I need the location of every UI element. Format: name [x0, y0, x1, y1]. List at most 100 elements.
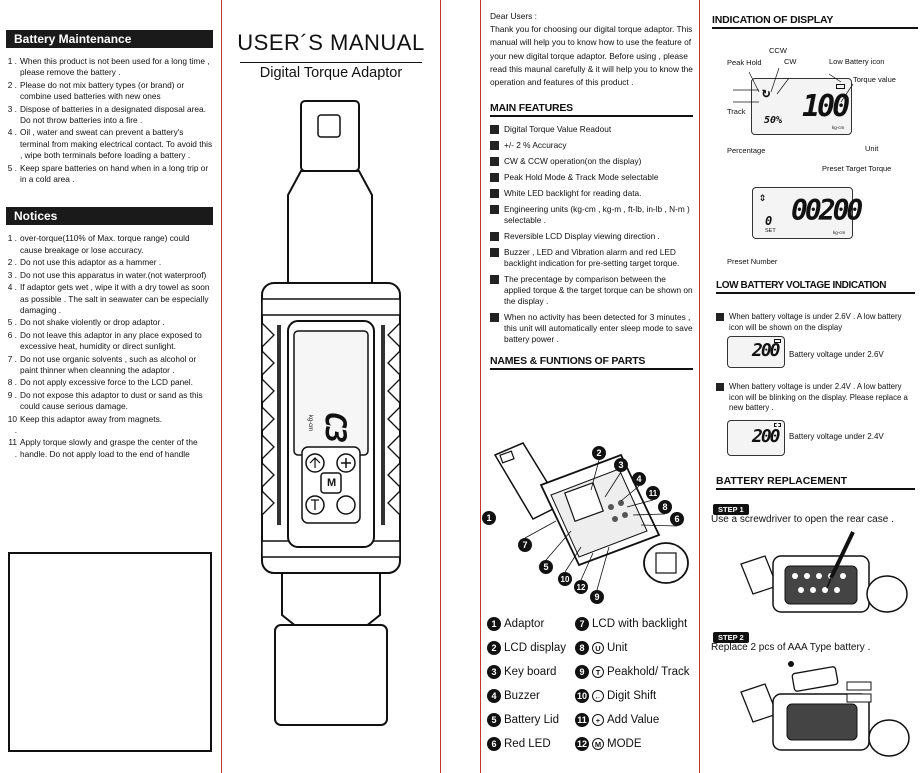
low-battery-caption-1: Battery voltage under 2.6V [789, 350, 884, 359]
feature-text: CW & CCW operation(on the display) [504, 156, 642, 167]
battery-icon [836, 84, 845, 89]
part-label: Unit [607, 642, 628, 654]
bullet-square-icon [490, 232, 499, 242]
diagram-num: 1 [486, 513, 491, 523]
bullet-square-icon [490, 125, 499, 135]
notice-item-text: Apply torque slowly and graspe the cente… [20, 437, 198, 459]
notice-item: 10 .Keep this adaptor away from magnets. [6, 414, 213, 437]
lcd-low-battery-value: 200 [752, 340, 780, 361]
part-label: Battery Lid [504, 714, 559, 726]
part-number-badge: 10 [575, 689, 589, 703]
bullet-square-icon [490, 141, 499, 151]
notice-item-number: 6 . [7, 329, 17, 340]
feature-item: The precentage by comparison between the… [490, 274, 693, 307]
notice-item: 5 .Do not shake violently or drop adapto… [6, 317, 213, 328]
battery-maintenance-item: 2 .Please do not mix battery types (or b… [6, 80, 213, 103]
panel-battery-maintenance: Battery Maintenance 1 .When this product… [0, 0, 221, 773]
bullet-square-icon [490, 189, 499, 199]
feature-item: When no activity has been detected for 3… [490, 312, 693, 345]
battery-maintenance-heading: Battery Maintenance [6, 30, 213, 48]
diagram-num: 11 [649, 489, 658, 498]
part-label: Add Value [607, 714, 660, 726]
notice-item-number: 3 . [7, 269, 17, 280]
notice-item-number: 2 . [7, 257, 17, 268]
notice-item: 8 .Do not apply excessive force to the L… [6, 377, 213, 388]
step2-illustration [740, 661, 910, 757]
names-parts-heading: NAMES & FUNTIONS OF PARTS [490, 355, 693, 371]
label-preset-target: Preset Target Torque [822, 164, 892, 173]
feature-text: Reversible LCD Display viewing direction… [504, 231, 660, 242]
notice-item-text: If adaptor gets wet , wipe it with a dry… [20, 282, 210, 315]
label-peak-hold: Peak Hold [727, 58, 762, 67]
battery-maintenance-item-number: 3 . [7, 103, 17, 114]
notice-item-number: 10 . [7, 413, 17, 435]
part-label: LCD display [504, 642, 566, 654]
notice-item-number: 4 . [7, 282, 17, 293]
notice-item-number: 7 . [7, 353, 17, 364]
diagram-num: 3 [618, 460, 623, 470]
part-number-badge: 4 [487, 689, 501, 703]
notice-item-number: 11 . [8, 437, 17, 459]
panel-introduction: Dear Users : Thank you for choosing our … [481, 0, 699, 773]
label-unit: Unit [865, 144, 879, 153]
part-number-badge: 3 [487, 665, 501, 679]
notice-item: 6 .Do not leave this adaptor in any plac… [6, 330, 213, 353]
battery-maintenance-item-number: 2 . [7, 79, 17, 90]
notices-list: 1 .over-torque(110% of Max. torque range… [6, 233, 213, 460]
cover-mode-key[interactable]: M [327, 477, 337, 489]
low-battery-item-1: When battery voltage is under 2.6V . A l… [716, 312, 916, 333]
notice-item: 11 .Apply torque slowly and graspe the c… [6, 437, 213, 460]
notice-item-number: 9 . [7, 389, 17, 400]
label-percentage: Percentage [727, 146, 766, 155]
notice-item: 9 .Do not expose this adaptor to dust or… [6, 390, 213, 413]
key-symbol-icon: M [592, 738, 604, 750]
part-label: Buzzer [504, 690, 540, 702]
feature-text: The precentage by comparison between the… [504, 274, 693, 307]
part-label: Adaptor [504, 618, 545, 630]
lcd1-unit: kg-cm [832, 125, 845, 130]
lcd2-unit: kg-cm [833, 230, 846, 235]
diagram-num: 4 [636, 474, 641, 484]
part-number-badge: 2 [487, 641, 501, 655]
battery-maintenance-item-number: 1 . [7, 56, 17, 66]
bullet-square-icon [490, 275, 499, 285]
battery-icon [774, 339, 781, 343]
label-ccw: CCW [769, 46, 787, 55]
arrow-updown-icon: ⇕ [759, 190, 767, 204]
notice-item-text: Do not apply excessive force to the LCD … [20, 377, 193, 388]
part-number-badge: 9 [575, 665, 589, 679]
lcd2-set: SET [765, 228, 776, 234]
battery-maintenance-item-text: Keep spare batteries on hand when in a l… [20, 162, 209, 185]
battery-maintenance-item: 4 .Oil , water and sweat can prevent a b… [6, 127, 213, 161]
part-label: Digit Shift [607, 690, 657, 702]
battery-replacement-heading: BATTERY REPLACEMENT [716, 475, 915, 490]
notice-item: 7 .Do not use organic solvents , such as… [6, 354, 213, 377]
label-preset-number: Preset Number [727, 257, 778, 266]
label-torque-value: Torque value [853, 75, 896, 84]
part-number-badge: 6 [487, 737, 501, 751]
notice-item-text: over-torque(110% of Max. torque range) c… [20, 233, 190, 255]
manual-subtitle: Digital Torque Adaptor [240, 62, 422, 81]
torque-adaptor-illustration [261, 100, 401, 726]
diagram-num: 12 [577, 583, 586, 592]
battery-maintenance-item-text: Dispose of batteries in a designated dis… [20, 103, 206, 126]
key-symbol-icon: + [592, 714, 604, 726]
part-label: Key board [504, 666, 557, 678]
divider [699, 0, 700, 773]
divider [221, 0, 222, 773]
lcd1-torque-value: 100 [802, 89, 850, 124]
part-number-badge: 12 [575, 737, 589, 751]
greeting: Dear Users : [490, 11, 538, 21]
lcd2-target-value: 00200 [791, 194, 863, 227]
bullet-square-icon [490, 313, 499, 323]
notice-item: 3 .Do not use this apparatus in water.(n… [6, 270, 213, 281]
feature-text: When no activity has been detected for 3… [504, 312, 693, 345]
lcd1-percentage: 50% [764, 115, 783, 126]
